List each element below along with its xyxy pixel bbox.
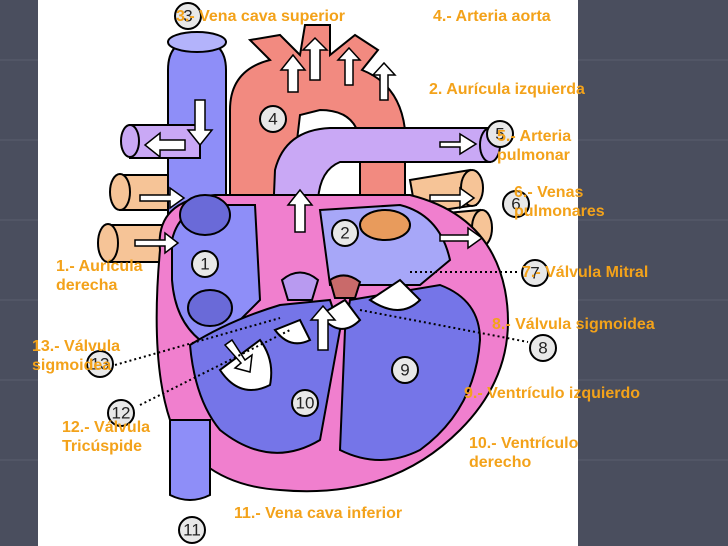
marker-4-number: 4: [268, 110, 277, 129]
label-auricula-izquierda: 2. Aurícula izquierda: [429, 81, 585, 98]
marker-2-circle: [331, 219, 359, 247]
marker-3-number: 3: [183, 7, 192, 26]
marker-3-circle: [174, 2, 202, 30]
label-arteria-aorta: 4.- Arteria aorta: [433, 8, 551, 25]
marker-9-number: 9: [400, 361, 409, 380]
label-venas-pulmonares: 6.- Venas pulmonares: [514, 184, 605, 220]
aorta: [229, 24, 406, 211]
leader-lines: [114, 271, 529, 406]
marker-7-circle: [521, 259, 549, 287]
marker-7-number: 7: [530, 264, 539, 283]
marker-1-number: 1: [200, 255, 209, 274]
marker-12-number: 12: [112, 404, 131, 423]
label-vena-cava-inferior: 11.- Vena cava inferior: [234, 505, 403, 522]
inferior-vena-cava: [169, 419, 211, 501]
marker-4-circle: [259, 105, 287, 133]
label-valvula-mitral: 7.- Válvula Mitral: [522, 264, 649, 281]
marker-13-circle: [86, 350, 114, 378]
label-ventriculo-derecho: 10.- Ventrículo derecho: [469, 435, 579, 471]
marker-8-number: 8: [538, 339, 547, 358]
marker-1-circle: [191, 250, 219, 278]
pulmonary-vein-opening: [359, 209, 411, 241]
label-arteria-pulmonar: 5.- Arteria pulmonar: [497, 128, 572, 164]
label-valvula-sigmoidea-8: 8.- Válvula sigmoidea: [492, 316, 655, 333]
marker-5-circle: [486, 120, 514, 148]
label-vena-cava-superior: 3.- Vena cava superior: [176, 8, 345, 25]
marker-10-number: 10: [296, 394, 315, 413]
label-valvula-tricuspide: 12.- Válvula Tricúspide: [62, 419, 151, 455]
marker-10-circle: [291, 389, 319, 417]
marker-6-circle: [502, 190, 530, 218]
marker-2-number: 2: [340, 224, 349, 243]
marker-13-number: 13: [91, 355, 110, 374]
label-valvula-sigmoidea-13: 13.- Válvula sigmoidea: [32, 338, 121, 374]
label-ventriculo-izquierdo: 9.- Ventrículo izquierdo: [464, 385, 641, 402]
marker-9-circle: [391, 356, 419, 384]
marker-5-number: 5: [495, 125, 504, 144]
vein-openings: [179, 194, 233, 327]
marker-8-circle: [529, 334, 557, 362]
marker-11-number: 11: [183, 521, 201, 540]
marker-12-circle: [107, 399, 135, 427]
marker-11-circle: [178, 516, 206, 544]
marker-6-number: 6: [511, 195, 520, 214]
label-auricula-derecha: 1.- Aurícula derecha: [56, 258, 143, 294]
